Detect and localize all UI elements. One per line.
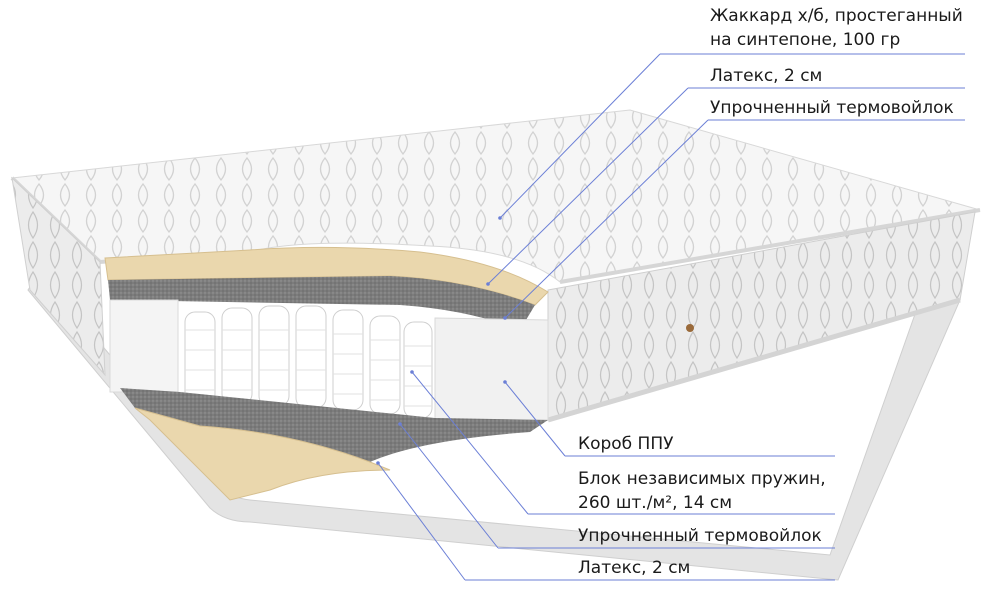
label-ppu-box: Короб ППУ: [578, 434, 674, 454]
left-side-panel: [11, 176, 106, 377]
leader-dots: [376, 216, 507, 465]
label-latex-top: Латекс, 2 см: [710, 66, 823, 86]
label-felt-top: Упрочненный термовойлок: [710, 98, 954, 118]
label-latex-bottom: Латекс, 2 см: [578, 558, 691, 578]
ventilation-hole-icon: [686, 324, 694, 332]
cut-felt-bottom: [120, 388, 548, 462]
cut-ppu-box-right: [434, 317, 549, 421]
leader-jacquard: [499, 53, 661, 219]
label-jacquard-line2: на синтепоне, 100 гр: [710, 30, 901, 50]
label-springs-line1: Блок независимых пружин,: [578, 469, 826, 489]
label-springs-line2: 260 шт./м², 14 см: [578, 493, 733, 513]
leader-lines: [377, 53, 965, 581]
leader-ppu: [504, 381, 566, 457]
mattress-top-surface: [10, 109, 981, 283]
leader-springs: [411, 371, 529, 515]
right-bottom-piping: [547, 297, 961, 423]
leader-latex-bottom: [377, 462, 466, 581]
label-felt-bottom: Упрочненный термовойлок: [578, 526, 822, 546]
leader-felt-top: [504, 119, 709, 319]
cut-ppu-box-left: [109, 299, 179, 393]
leader-latex-top: [487, 87, 689, 285]
label-jacquard-line1: Жаккард х/б, простеганный: [710, 6, 963, 26]
leader-felt-bottom: [399, 423, 499, 549]
cut-felt-top: [108, 276, 535, 330]
